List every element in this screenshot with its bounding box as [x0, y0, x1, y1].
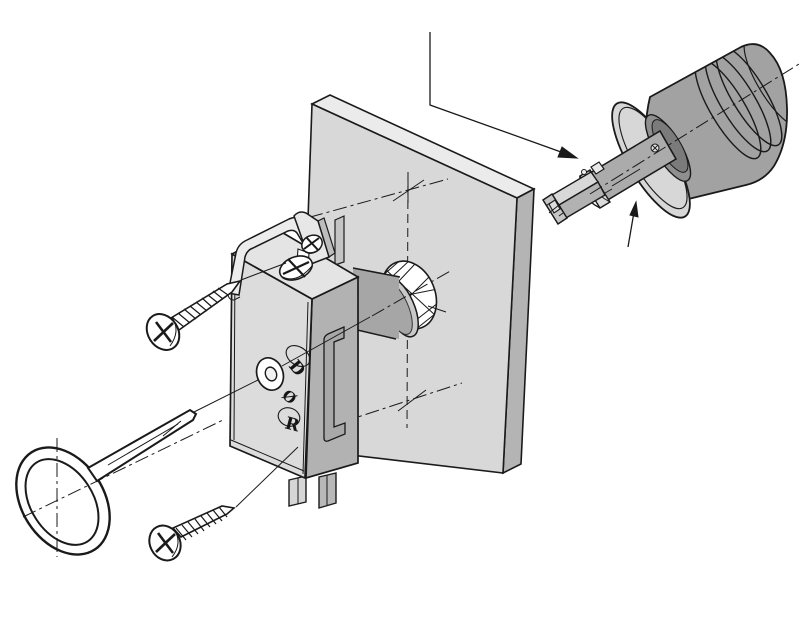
- hole-horizontal-centerline-right: [427, 305, 447, 313]
- bracket-tab: [293, 211, 336, 267]
- marking-oval-top: [285, 344, 311, 368]
- spindle-tip: [541, 171, 606, 226]
- spindle-boss: [352, 267, 453, 340]
- screw-top-phillips-icon: [153, 321, 174, 343]
- screw-bottom-phillips-icon: [155, 532, 176, 554]
- screw-bottom-leader-line: [235, 446, 299, 508]
- screw-top-shank: [169, 279, 242, 332]
- key-bow-inner: [24, 458, 100, 546]
- screw-bottom-threads: [175, 506, 228, 541]
- knob-axis-centerline: [589, 63, 800, 195]
- mounting-screw-bottom: [148, 446, 299, 562]
- screw-top-leader-line: [240, 262, 287, 281]
- leader-arrowhead-icon: [557, 146, 579, 159]
- marking-letter-r: R: [283, 414, 303, 437]
- key-axis-line-b: [281, 316, 371, 367]
- knob-leader-line: [429, 32, 579, 159]
- boss-body: [353, 268, 399, 339]
- screw-top-threads: [171, 287, 229, 328]
- key: [15, 408, 224, 557]
- lock-case: D Ø R: [227, 211, 360, 509]
- keyhole: [255, 357, 285, 391]
- side-slot: [323, 326, 346, 442]
- bracket-screw-head: [301, 234, 323, 254]
- key-diagonal-centerline: [22, 419, 224, 518]
- main-axis-centerline: [371, 269, 453, 317]
- top-screw-hole: [278, 255, 314, 281]
- key-axis-line-a: [193, 379, 259, 413]
- mounting-screw-top: [145, 262, 287, 351]
- up-arrow-icon: [627, 200, 639, 248]
- backplate-edge-top: [334, 215, 345, 266]
- marking-oval-bottom: [277, 407, 301, 427]
- collar-clip: [590, 161, 605, 175]
- knob-spindle-assembly: [541, 43, 800, 226]
- screw-bottom-shank: [171, 505, 236, 538]
